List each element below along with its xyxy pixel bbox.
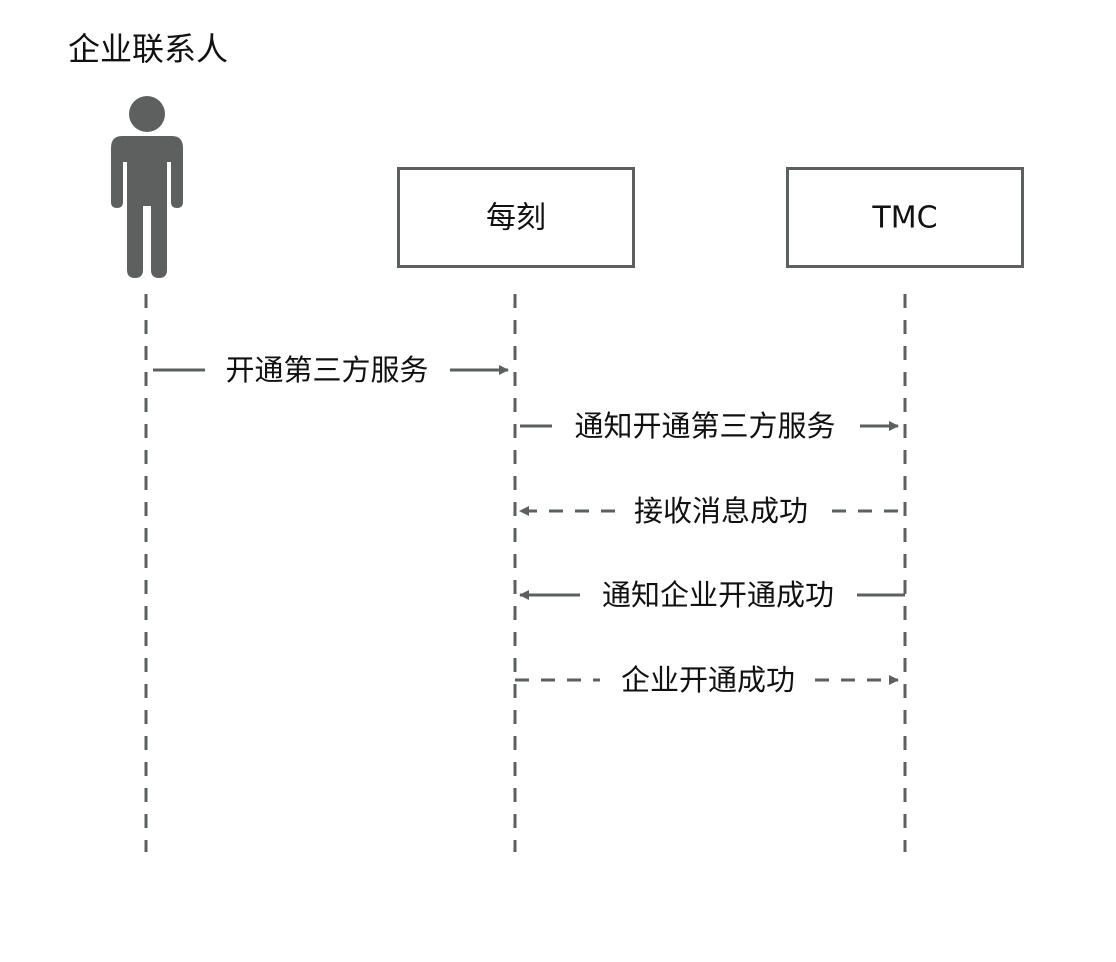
- message-label-4: 通知企业开通成功: [602, 578, 834, 612]
- message-label-5: 企业开通成功: [621, 663, 795, 697]
- message-label-1: 开通第三方服务: [225, 353, 428, 387]
- person-icon: [111, 96, 183, 278]
- message-label-2: 通知开通第三方服务: [574, 409, 835, 443]
- participant-label-tmc: TMC: [871, 201, 937, 236]
- actor-label-contact: 企业联系人: [68, 30, 228, 68]
- participant-box-meike: [397, 167, 635, 268]
- participant-label-meike: 每刻: [486, 201, 546, 236]
- message-label-3: 接收消息成功: [634, 494, 808, 528]
- participant-box-tmc: [786, 167, 1024, 268]
